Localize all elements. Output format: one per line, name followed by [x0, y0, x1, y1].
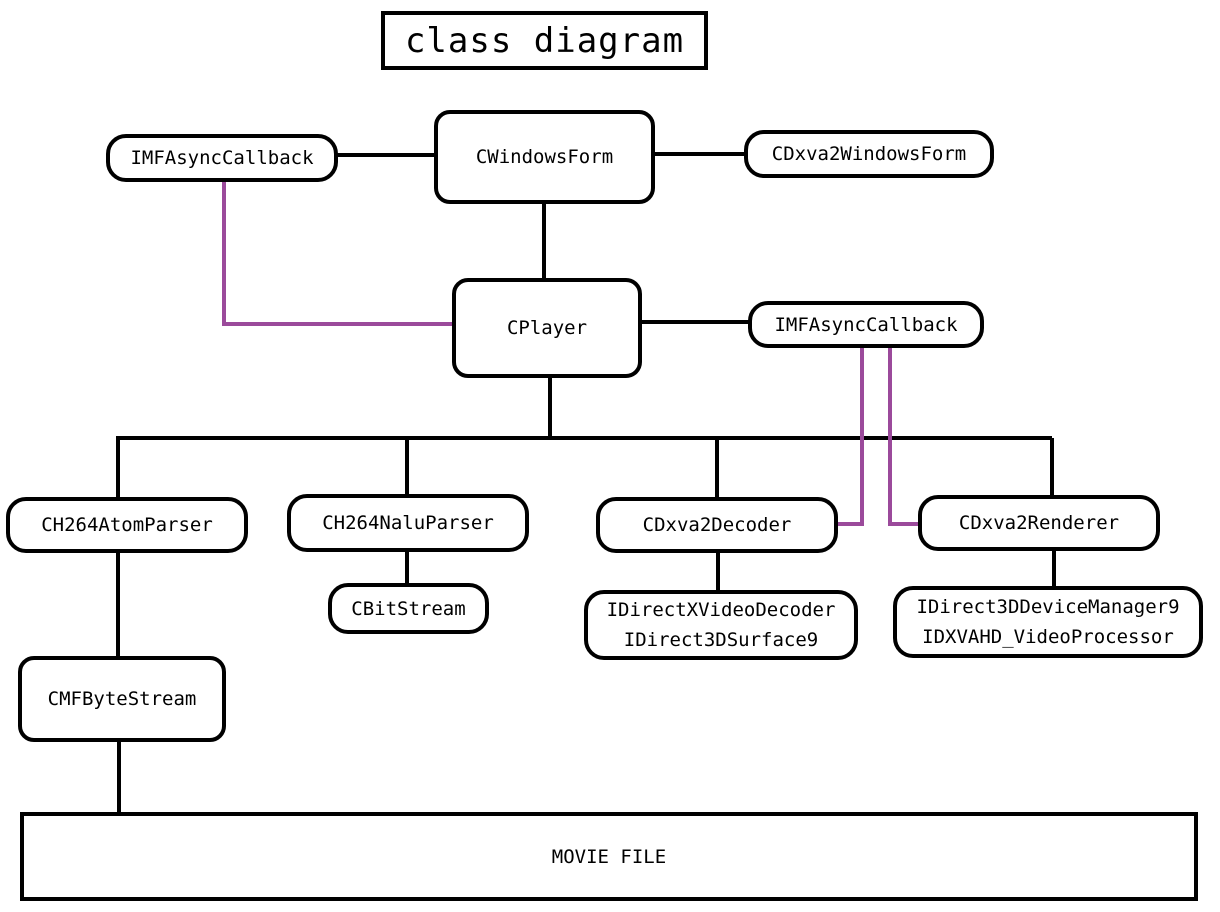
node-renderer-interfaces: IDirect3DDeviceManager9 IDXVAHD_VideoPro…	[893, 586, 1203, 658]
node-cbitstream: CBitStream	[328, 583, 489, 634]
node-label: CPlayer	[506, 317, 588, 339]
node-cplayer: CPlayer	[452, 278, 642, 378]
node-label-line-1: IDirectXVideoDecoder	[606, 599, 836, 621]
black-connectors	[116, 152, 1056, 814]
node-label: IMFAsyncCallback	[774, 313, 958, 336]
node-cdxva2decoder: CDxva2Decoder	[596, 497, 838, 553]
node-label: MOVIE FILE	[551, 845, 667, 868]
node-imfasynccallback-top: IMFAsyncCallback	[106, 134, 338, 182]
callback-link-renderer	[888, 346, 920, 526]
diagram-title-box: class diagram	[381, 11, 708, 70]
node-cwindowsform: CWindowsForm	[434, 110, 655, 204]
diagram-title: class diagram	[404, 20, 685, 61]
node-ch264naluparser: CH264NaluParser	[287, 494, 529, 552]
node-movie-file: MOVIE FILE	[20, 812, 1198, 901]
node-label: CH264AtomParser	[41, 514, 213, 536]
node-label: CH264NaluParser	[322, 512, 494, 534]
callback-connectors	[222, 182, 920, 526]
callback-link-decoder	[836, 346, 864, 526]
node-cdxva2windowsform: CDxva2WindowsForm	[744, 130, 994, 178]
node-label: CMFByteStream	[47, 688, 197, 710]
node-decoder-interfaces: IDirectXVideoDecoder IDirect3DSurface9	[584, 590, 858, 660]
node-imfasynccallback-right: IMFAsyncCallback	[748, 301, 984, 348]
node-label: CDxva2Decoder	[642, 514, 792, 536]
node-label: CDxva2Renderer	[958, 512, 1120, 534]
node-cmfbytestream: CMFByteStream	[18, 656, 226, 742]
node-label: CDxva2WindowsForm	[771, 143, 967, 165]
node-label: CBitStream	[351, 597, 466, 620]
node-cdxva2renderer: CDxva2Renderer	[918, 495, 1160, 551]
node-label-line-1: IDirect3DDeviceManager9	[916, 596, 1180, 618]
node-label-line-2: IDXVAHD_VideoProcessor	[922, 626, 1174, 648]
node-ch264atomparser: CH264AtomParser	[6, 497, 248, 553]
callback-link-top	[222, 182, 456, 326]
node-label: IMFAsyncCallback	[130, 147, 314, 169]
node-label: CWindowsForm	[475, 146, 614, 168]
node-label-line-2: IDirect3DSurface9	[623, 629, 819, 651]
